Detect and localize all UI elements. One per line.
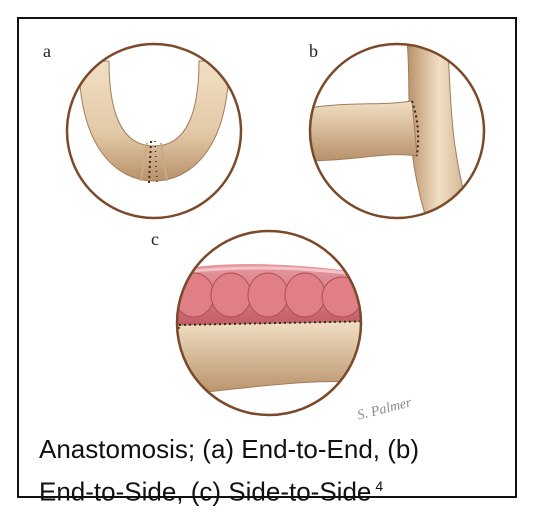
figure-frame: a b [17, 17, 517, 498]
panel-a-label: a [43, 41, 51, 62]
caption-reference: 4 [375, 478, 383, 494]
caption-line-2-text: End-to-Side, (c) Side-to-Side [39, 477, 371, 507]
side-to-side-illustration [149, 225, 389, 425]
panel-c: c [149, 225, 389, 425]
end-to-end-illustration [39, 31, 259, 221]
panel-a: a [39, 31, 259, 221]
figure-caption: Anastomosis; (a) End-to-End, (b) End-to-… [39, 431, 509, 511]
caption-line-1: Anastomosis; (a) End-to-End, (b) [39, 431, 509, 468]
panel-b: b [287, 31, 507, 221]
panel-c-label: c [151, 229, 159, 250]
end-to-side-illustration [287, 31, 507, 221]
panel-b-label: b [309, 41, 318, 62]
